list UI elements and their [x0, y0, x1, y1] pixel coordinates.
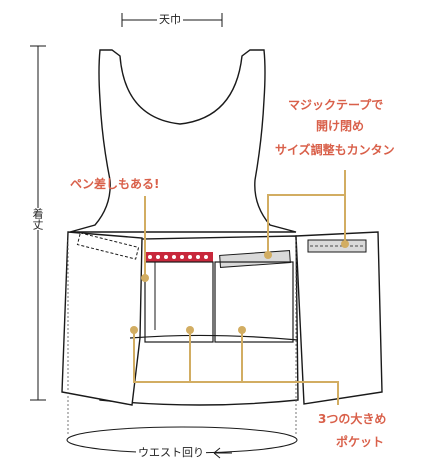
pen-holder-note: ペン差しもある! — [70, 177, 160, 191]
pen-holder-pattern — [148, 255, 208, 259]
velcro-note-line1: マジックテープで — [288, 98, 384, 112]
right-side-flap — [295, 231, 383, 405]
velcro-note-line2: 開け閉め — [316, 119, 365, 133]
pocket-note-line1: 3つの大きめ — [318, 412, 387, 426]
length-label: 着丈 — [31, 208, 44, 230]
apron-bib-outline — [69, 49, 297, 233]
inner-pocket-left — [144, 261, 214, 343]
waist-arrow-icon — [213, 447, 232, 459]
waist-label: ウエスト回り — [136, 446, 206, 459]
top-width-label: 天巾 — [157, 13, 183, 26]
pen-holder-strip — [145, 252, 213, 262]
leader-dots — [130, 240, 349, 334]
left-velcro-patch — [76, 232, 140, 260]
left-side-flap — [61, 231, 143, 406]
pocket-note-line2: ポケット — [336, 435, 385, 449]
inner-pocket-right — [214, 261, 294, 343]
front-pocket-line — [129, 334, 299, 341]
velcro-note-line3: サイズ調整もカンタン — [275, 143, 395, 157]
leader-lines — [133, 170, 346, 405]
